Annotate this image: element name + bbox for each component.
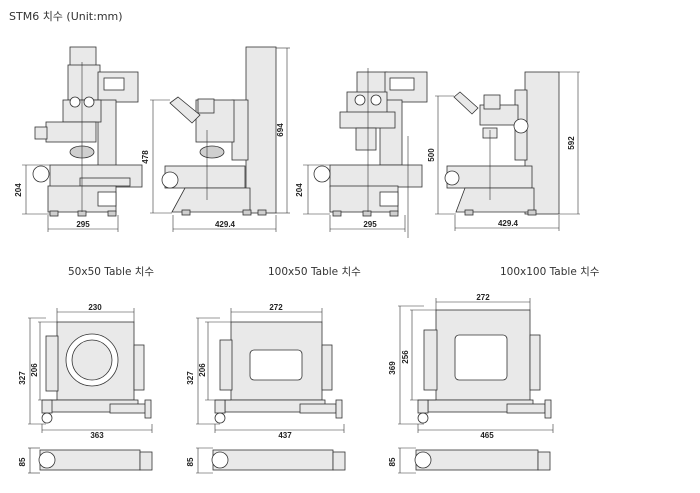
side-view-1-height-label: 478 — [141, 150, 150, 164]
side-view-1-drawing: 478 694 429.4 — [141, 46, 290, 232]
table-100x100-outer-height-label: 369 — [388, 361, 397, 375]
table-100x50-side-height-label: 85 — [186, 457, 195, 466]
front-view-2-width-label: 295 — [363, 220, 377, 229]
table-50x50-top-width-label: 230 — [88, 303, 102, 312]
table-100x100-inner-height-label: 256 — [401, 350, 410, 364]
front-view-2-height-label: 204 — [295, 183, 304, 197]
side-view-2-total-height-label: 592 — [567, 136, 576, 150]
page-title: STM6 치수 (Unit:mm) — [9, 10, 123, 23]
side-view-2-drawing: 500 592 429.4 — [427, 71, 580, 231]
table-100x50-drawing: 272 206 327 437 85 — [186, 303, 346, 474]
table-50x50-outer-height-label: 327 — [18, 371, 27, 385]
front-view-1-height-label: 204 — [14, 183, 23, 197]
side-view-2-height-label: 500 — [427, 148, 436, 162]
table-100x100-bottom-width-label: 465 — [480, 431, 494, 440]
table-100x50-outer-height-label: 327 — [186, 371, 195, 385]
table-50x50-drawing: 230 206 327 363 85 — [18, 303, 153, 474]
table-100x100-top-width-label: 272 — [476, 293, 490, 302]
table-100x100-side-height-label: 85 — [388, 457, 397, 466]
table-50x50-inner-height-label: 206 — [30, 363, 39, 377]
table-caption-100x100: 100x100 Table 치수 — [500, 266, 600, 278]
table-100x50-bottom-width-label: 437 — [278, 431, 292, 440]
table-caption-100x50: 100x50 Table 치수 — [268, 266, 361, 278]
side-view-1-total-height-label: 694 — [276, 123, 285, 137]
side-view-2-depth-label: 429.4 — [498, 219, 519, 228]
table-50x50-bottom-width-label: 363 — [90, 431, 104, 440]
table-100x100-drawing: 272 256 369 465 85 — [388, 293, 554, 474]
side-view-1-depth-label: 429.4 — [215, 220, 236, 229]
table-50x50-side-height-label: 85 — [18, 457, 27, 466]
front-view-1-width-label: 295 — [76, 220, 90, 229]
table-caption-50x50: 50x50 Table 치수 — [68, 266, 155, 278]
front-view-2-drawing: 204 295 — [295, 68, 428, 238]
table-100x50-top-width-label: 272 — [269, 303, 283, 312]
front-view-1-drawing: 204 295 — [14, 46, 143, 232]
table-100x50-inner-height-label: 206 — [198, 363, 207, 377]
